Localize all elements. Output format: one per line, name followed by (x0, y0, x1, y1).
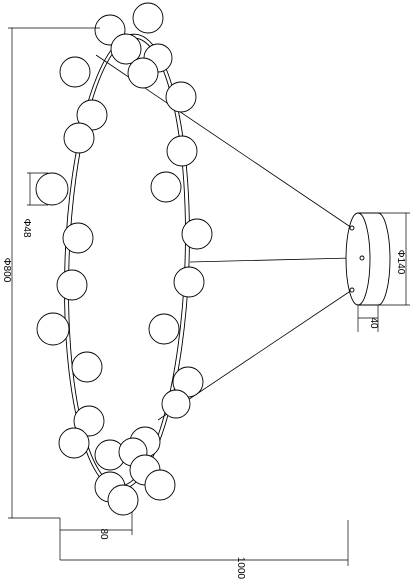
globe (181, 218, 213, 250)
globe (58, 427, 90, 459)
overall-length-label: 1000 (235, 557, 246, 580)
dimension-ring-depth (60, 512, 133, 535)
suspension-cables (95, 54, 353, 421)
globe (148, 313, 180, 345)
globe (132, 2, 164, 34)
canopy-face (345, 212, 371, 306)
cable-bottom (157, 289, 353, 421)
globe (71, 351, 103, 383)
dimension-canopy-depth (357, 305, 379, 332)
dimension-overall-diameter (8, 27, 100, 560)
globe (166, 135, 198, 167)
globe (56, 269, 88, 301)
globe-diameter-label: Φ48 (21, 218, 32, 238)
globe (165, 81, 197, 113)
ring-depth-label: 80 (98, 528, 109, 540)
globe (161, 389, 191, 419)
dimension-globe-diameter (27, 172, 48, 206)
canopy-depth-label: 40 (368, 317, 379, 329)
overall-diameter-label: Φ800 (1, 258, 12, 283)
cable-anchor (349, 225, 355, 231)
globe (73, 405, 105, 437)
globe (63, 122, 95, 154)
dimension-overall-length (60, 520, 349, 566)
globe (107, 484, 139, 516)
cable-middle (189, 257, 353, 263)
cable-anchor (349, 287, 355, 293)
globe (127, 57, 159, 89)
globe (59, 56, 91, 88)
globe (62, 222, 94, 254)
globe (173, 266, 205, 298)
globe (150, 171, 182, 203)
globe (35, 172, 69, 206)
canopy-diameter-label: Φ140 (395, 250, 406, 275)
globe (144, 469, 176, 501)
glass-globes (35, 2, 213, 516)
ceiling-canopy (345, 212, 391, 306)
cable-anchor (359, 255, 365, 261)
globe (36, 312, 70, 346)
globe (110, 33, 142, 65)
